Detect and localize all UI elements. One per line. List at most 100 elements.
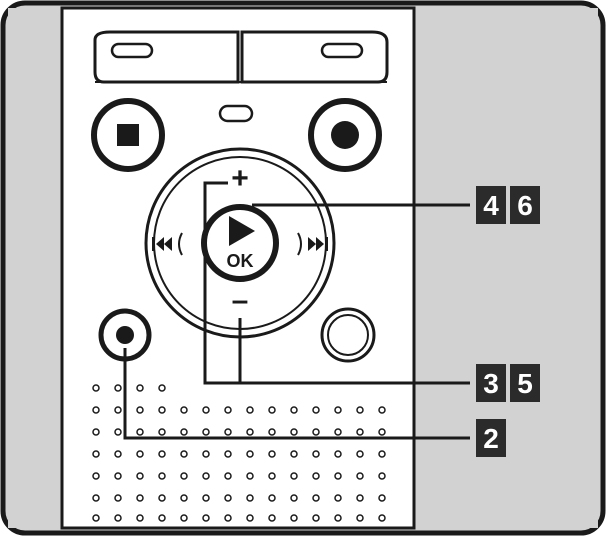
grille-dot xyxy=(158,428,166,436)
callout-lines xyxy=(123,181,470,440)
grille-dot xyxy=(268,406,276,414)
grille-dot xyxy=(246,472,254,480)
grille-dot xyxy=(246,450,254,458)
grille-dot xyxy=(356,428,364,436)
grille-dot xyxy=(246,428,254,436)
grille-dot xyxy=(136,384,144,392)
callout-group-bottom: 2 xyxy=(476,419,506,457)
menu-button[interactable] xyxy=(320,307,376,363)
grille-dot xyxy=(290,428,298,436)
grille-dot xyxy=(224,514,232,522)
callout-top-1: 4 xyxy=(483,190,499,221)
function-key-left-slot xyxy=(110,42,154,59)
grille-dot xyxy=(136,450,144,458)
callout-middle-2: 5 xyxy=(517,368,533,399)
grille-dot xyxy=(224,494,232,502)
grille-dot xyxy=(378,514,386,522)
grille-dot xyxy=(378,428,386,436)
grille-dot xyxy=(180,450,188,458)
next-track-icon[interactable] xyxy=(297,232,328,256)
grille-dot xyxy=(312,406,320,414)
function-key-right-slot xyxy=(320,42,364,59)
stop-button[interactable] xyxy=(91,98,165,172)
grille-dot xyxy=(334,514,342,522)
record-button[interactable] xyxy=(308,98,382,172)
grille-dot xyxy=(202,472,210,480)
grille-dot xyxy=(92,472,100,480)
grille-dot xyxy=(92,406,100,414)
grille-dot xyxy=(290,514,298,522)
grille-dot xyxy=(268,514,276,522)
function-key-right[interactable] xyxy=(240,30,389,84)
grille-dot xyxy=(224,406,232,414)
grille-dot xyxy=(114,514,122,522)
grille-dot xyxy=(180,472,188,480)
grille-dot xyxy=(92,428,100,436)
left-side-strip xyxy=(8,8,62,528)
grille-dot xyxy=(312,428,320,436)
grille-dot xyxy=(158,406,166,414)
grille-dot xyxy=(268,494,276,502)
grille-dot xyxy=(202,514,210,522)
grille-dot xyxy=(334,428,342,436)
grille-dot xyxy=(92,384,100,392)
grille-dot xyxy=(180,406,188,414)
minus-icon[interactable]: – xyxy=(232,284,249,317)
grille-dot xyxy=(268,450,276,458)
grille-dot xyxy=(180,494,188,502)
grille-dot xyxy=(356,514,364,522)
grille-dot xyxy=(114,384,122,392)
grille-dot xyxy=(158,514,166,522)
grille-dot xyxy=(158,384,166,392)
grille-dot xyxy=(356,472,364,480)
grille-dot xyxy=(334,472,342,480)
grille-dot xyxy=(158,472,166,480)
grille-dot xyxy=(312,494,320,502)
grille-dot xyxy=(224,450,232,458)
grille-dot xyxy=(114,450,122,458)
grille-dot xyxy=(158,450,166,458)
grille-dot xyxy=(92,494,100,502)
grille-dot xyxy=(246,514,254,522)
callout-bottom-1: 2 xyxy=(483,423,499,454)
callout-top-2: 6 xyxy=(517,190,533,221)
grille-dot xyxy=(356,494,364,502)
callout-line-bottom xyxy=(123,348,470,440)
grille-dot xyxy=(246,406,254,414)
grille-dot xyxy=(180,514,188,522)
grille-dot xyxy=(378,450,386,458)
grille-dot xyxy=(378,472,386,480)
grille-dot xyxy=(334,450,342,458)
callout-middle-1: 3 xyxy=(483,368,499,399)
grille-dot xyxy=(224,472,232,480)
grille-dot xyxy=(114,406,122,414)
play-ok-button[interactable]: OK xyxy=(201,204,279,282)
grille-dot xyxy=(268,472,276,480)
grille-dot xyxy=(92,514,100,522)
grille-dot xyxy=(334,494,342,502)
grille-dot xyxy=(268,428,276,436)
grille-dot xyxy=(180,428,188,436)
grille-dot xyxy=(378,406,386,414)
grille-dot xyxy=(356,450,364,458)
grille-dot xyxy=(202,450,210,458)
speaker-grille xyxy=(92,384,386,522)
callout-group-middle: 3 5 xyxy=(476,364,540,402)
grille-dot xyxy=(136,514,144,522)
plus-icon[interactable]: + xyxy=(231,162,249,195)
grille-dot xyxy=(312,450,320,458)
previous-track-icon[interactable] xyxy=(152,232,183,256)
grille-dot xyxy=(290,494,298,502)
callout-group-top: 4 6 xyxy=(476,186,540,224)
grille-dot xyxy=(202,406,210,414)
grille-dot xyxy=(290,472,298,480)
small-record-icon xyxy=(116,326,134,344)
grille-dot xyxy=(136,494,144,502)
top-function-keys xyxy=(93,30,389,84)
callout-line-plus xyxy=(203,181,470,385)
grille-dot xyxy=(158,494,166,502)
grille-dot xyxy=(246,494,254,502)
grille-dot xyxy=(136,406,144,414)
grille-dot xyxy=(290,450,298,458)
